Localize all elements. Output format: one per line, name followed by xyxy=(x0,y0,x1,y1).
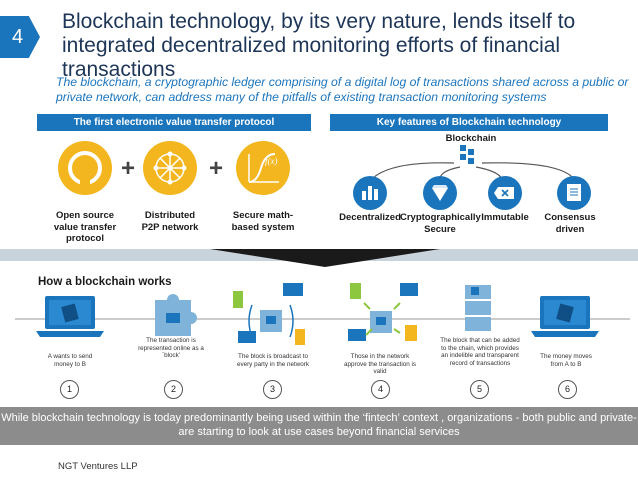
approve-icon xyxy=(348,283,418,341)
broadcast-icon xyxy=(233,283,305,345)
slide-number: 4 xyxy=(0,16,40,58)
pillar-label: Open source value transfer protocol xyxy=(53,210,117,244)
laptop-icon xyxy=(531,296,599,337)
diamond-icon xyxy=(432,185,448,201)
step-caption: A wants to send money to B xyxy=(47,353,93,368)
step-caption: The transaction is represented online as… xyxy=(138,337,204,360)
step-number: 2 xyxy=(164,380,183,399)
pillar-label: Secure math-based system xyxy=(231,210,295,233)
step-caption: The money moves from A to B xyxy=(540,353,592,368)
pillar-label: Distributed P2P network xyxy=(141,210,199,233)
features-section-header: Key features of Blockchain technology xyxy=(330,114,608,131)
step-number: 6 xyxy=(558,380,577,399)
brand-name: NGT Ventures LLP xyxy=(58,461,138,472)
plus-sign: + xyxy=(121,155,136,182)
slide-subtitle: The blockchain, a cryptographic ledger c… xyxy=(56,75,629,104)
summary-footer: While blockchain technology is today pre… xyxy=(0,407,638,445)
step-number: 1 xyxy=(60,380,79,399)
step-number: 4 xyxy=(371,380,390,399)
puzzle-block-icon xyxy=(155,294,197,336)
function-text: f(x) xyxy=(265,156,278,166)
erase-icon xyxy=(494,187,514,199)
step-number: 3 xyxy=(263,380,282,399)
chain-blocks-icon xyxy=(465,285,491,331)
feature-label: Cryptographically Secure xyxy=(400,212,481,235)
laptop-icon xyxy=(36,296,104,337)
open-source-icon xyxy=(58,141,112,195)
process-flow-diagram xyxy=(15,283,630,345)
blockchain-root-label: Blockchain xyxy=(445,133,497,144)
feature-label: Consensus driven xyxy=(544,212,596,235)
document-icon xyxy=(567,184,581,201)
math-function-icon: f(x) xyxy=(236,141,290,195)
protocol-section-header: The first electronic value transfer prot… xyxy=(37,114,311,131)
plus-sign: + xyxy=(209,155,224,182)
bar-chart-icon xyxy=(362,186,378,200)
slide-title: Blockchain technology, by its very natur… xyxy=(62,10,576,81)
step-number: 5 xyxy=(470,380,489,399)
features-tree-diagram xyxy=(353,145,591,210)
step-caption: Those in the network approve the transac… xyxy=(343,353,417,376)
feature-label: Immutable xyxy=(481,212,529,223)
step-caption: The block is broadcast to every party in… xyxy=(236,353,310,368)
step-caption: The block that can be added to the chain… xyxy=(440,337,520,367)
divider-arrow xyxy=(210,249,440,267)
how-it-works-title: How a blockchain works xyxy=(38,276,172,288)
network-icon xyxy=(143,141,197,195)
feature-label: Decentralized xyxy=(339,212,401,223)
